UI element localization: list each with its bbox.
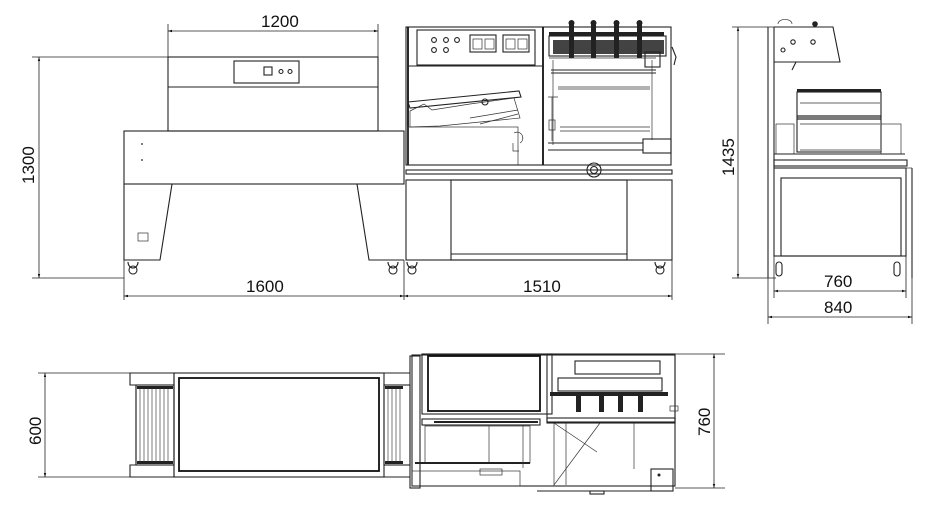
caster-icon: [127, 261, 139, 275]
tunnel-control-panel: [233, 60, 300, 84]
dim-label-760-side: 760: [824, 272, 852, 291]
caster-icon: [406, 261, 418, 275]
side-view-dimensions: 1435 760 840: [719, 26, 913, 324]
sealer-control-panel: [416, 29, 536, 66]
dim-label-760-top: 760: [695, 408, 714, 436]
side-view: [767, 18, 913, 278]
shrink-tunnel-top-view: [129, 372, 411, 478]
roller-icon: [586, 162, 602, 178]
dim-label-1510: 1510: [523, 277, 561, 296]
caster-icon: [893, 261, 901, 277]
dim-label-1600: 1600: [246, 277, 284, 296]
caster-icon: [654, 261, 666, 275]
top-view-dimensions: 600 760: [26, 353, 725, 489]
dim-label-1300: 1300: [19, 146, 38, 184]
caster-icon: [775, 261, 783, 277]
front-view-dimensions: 1200 1300 1600 1510: [19, 12, 673, 300]
dim-label-1435: 1435: [719, 138, 738, 176]
caster-icon: [387, 261, 399, 275]
tunnel-switch-icon: [263, 66, 273, 76]
shrink-tunnel-front-view: [123, 56, 405, 275]
dim-label-840: 840: [824, 298, 852, 317]
dim-label-600: 600: [26, 417, 45, 445]
l-sealer-front-view: [405, 20, 677, 275]
dim-label-1200: 1200: [261, 12, 299, 31]
l-sealer-top-view: [409, 353, 679, 495]
